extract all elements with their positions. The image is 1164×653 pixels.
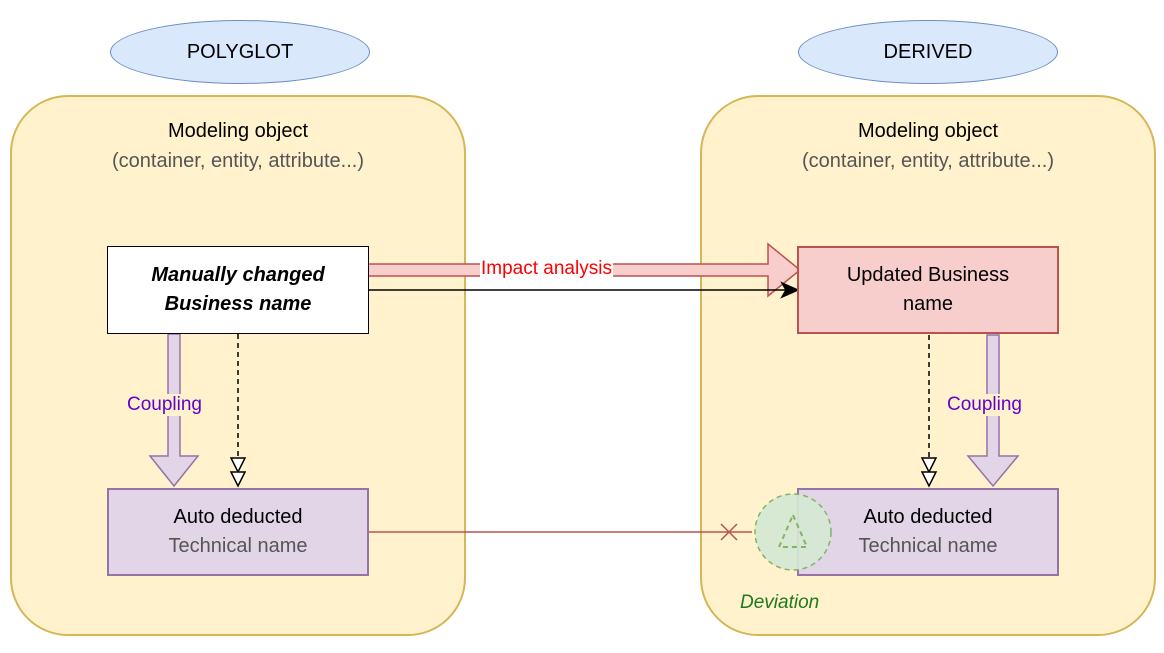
left-technical-line2: Technical name xyxy=(168,535,308,557)
derived-header: DERIVED xyxy=(798,20,1058,84)
right-dashed-arrowhead-1 xyxy=(920,457,938,474)
left-object-subtitle: (container, entity, attribute...) xyxy=(112,150,364,172)
manually-changed-line1: Manually changed xyxy=(151,264,325,286)
left-coupling-label: Coupling xyxy=(125,394,204,416)
left-technical-line1: Auto deducted xyxy=(173,506,303,528)
left-dashed-arrowhead-1 xyxy=(229,457,247,474)
derived-header-label: DERIVED xyxy=(883,40,973,63)
deviation-circle xyxy=(754,493,832,571)
break-cross-icon xyxy=(720,523,738,541)
right-object-title: Modeling object xyxy=(857,120,999,142)
polyglot-header-label: POLYGLOT xyxy=(186,40,294,63)
right-technical-line2: Technical name xyxy=(858,535,998,557)
right-object-subtitle: (container, entity, attribute...) xyxy=(802,150,1054,172)
polyglot-header: POLYGLOT xyxy=(110,20,370,84)
left-technical-name-box: Auto deducted Technical name xyxy=(107,488,369,576)
business-name-link-arrowhead xyxy=(780,281,800,299)
updated-business-line1: Updated Business xyxy=(846,264,1010,286)
updated-business-line2: name xyxy=(902,293,954,315)
updated-business-name-box: Updated Business name xyxy=(797,246,1059,334)
right-technical-line1: Auto deducted xyxy=(863,506,993,528)
manually-changed-business-name-box: Manually changed Business name xyxy=(107,246,369,334)
left-object-title: Modeling object xyxy=(167,120,309,142)
left-dashed-arrowhead-2 xyxy=(229,471,247,488)
manually-changed-line2: Business name xyxy=(164,293,312,315)
right-dashed-arrowhead-2 xyxy=(920,471,938,488)
right-coupling-label: Coupling xyxy=(945,394,1024,416)
warning-triangle-icon xyxy=(777,512,809,548)
right-object-heading: Modeling object (container, entity, attr… xyxy=(700,116,1156,176)
impact-analysis-label: Impact analysis xyxy=(480,258,613,280)
right-technical-name-box: Auto deducted Technical name xyxy=(797,488,1059,576)
left-object-heading: Modeling object (container, entity, attr… xyxy=(10,116,466,176)
deviation-label: Deviation xyxy=(740,592,820,613)
